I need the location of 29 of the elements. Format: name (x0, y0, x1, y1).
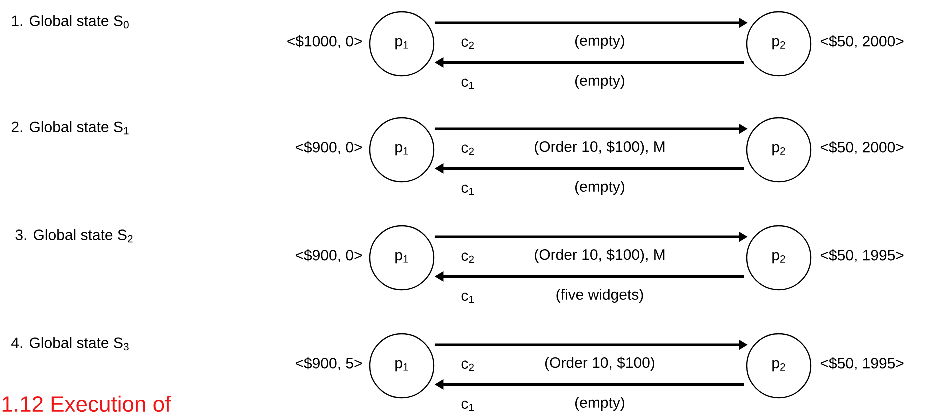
channel-name: c$_{1}$ (462, 184, 474, 196)
channel-name: c$_{2}$ (462, 144, 474, 156)
state-value: <$50, 2000> (820, 142, 904, 154)
caption: 1.12 Execution of (2, 396, 172, 412)
state-heading: 3. Global state S$_{2}$ (16, 229, 133, 243)
edge-label: (empty) (574, 74, 626, 90)
edge-label: (empty) (574, 34, 626, 50)
state-value: <$50, 2000> (820, 36, 904, 48)
channel-name: c$_{2}$ (462, 360, 474, 372)
edge-label: (empty) (574, 396, 626, 412)
edge-label: (five widgets) (554, 288, 646, 304)
edge-label: (Order 10, $100), M (533, 140, 667, 156)
state-value: <$900, 0> (296, 250, 362, 262)
state-value: <$1000, 0> (288, 36, 362, 48)
channel-name: c$_{1}$ (462, 292, 474, 304)
edge-label: (Order 10, $100) (544, 356, 656, 372)
state-value: <$50, 1995> (820, 250, 904, 262)
channel-name: c$_{2}$ (462, 252, 474, 264)
state-value: <$900, 0> (296, 142, 362, 154)
edge-label: (empty) (574, 180, 626, 196)
state-heading: 2. Global state S$_{1}$ (12, 121, 129, 135)
channel-name: c$_{1}$ (462, 78, 474, 90)
state-value: <$900, 5> (296, 358, 362, 370)
state-heading: 1. Global state S$_{0}$ (12, 15, 129, 29)
channel-name: c$_{1}$ (462, 400, 474, 412)
state-heading: 4. Global state S$_{3}$ (12, 337, 129, 351)
channel-name: c$_{2}$ (462, 38, 474, 50)
edge-label: (Order 10, $100), M (533, 248, 667, 264)
state-value: <$50, 1995> (820, 358, 904, 370)
